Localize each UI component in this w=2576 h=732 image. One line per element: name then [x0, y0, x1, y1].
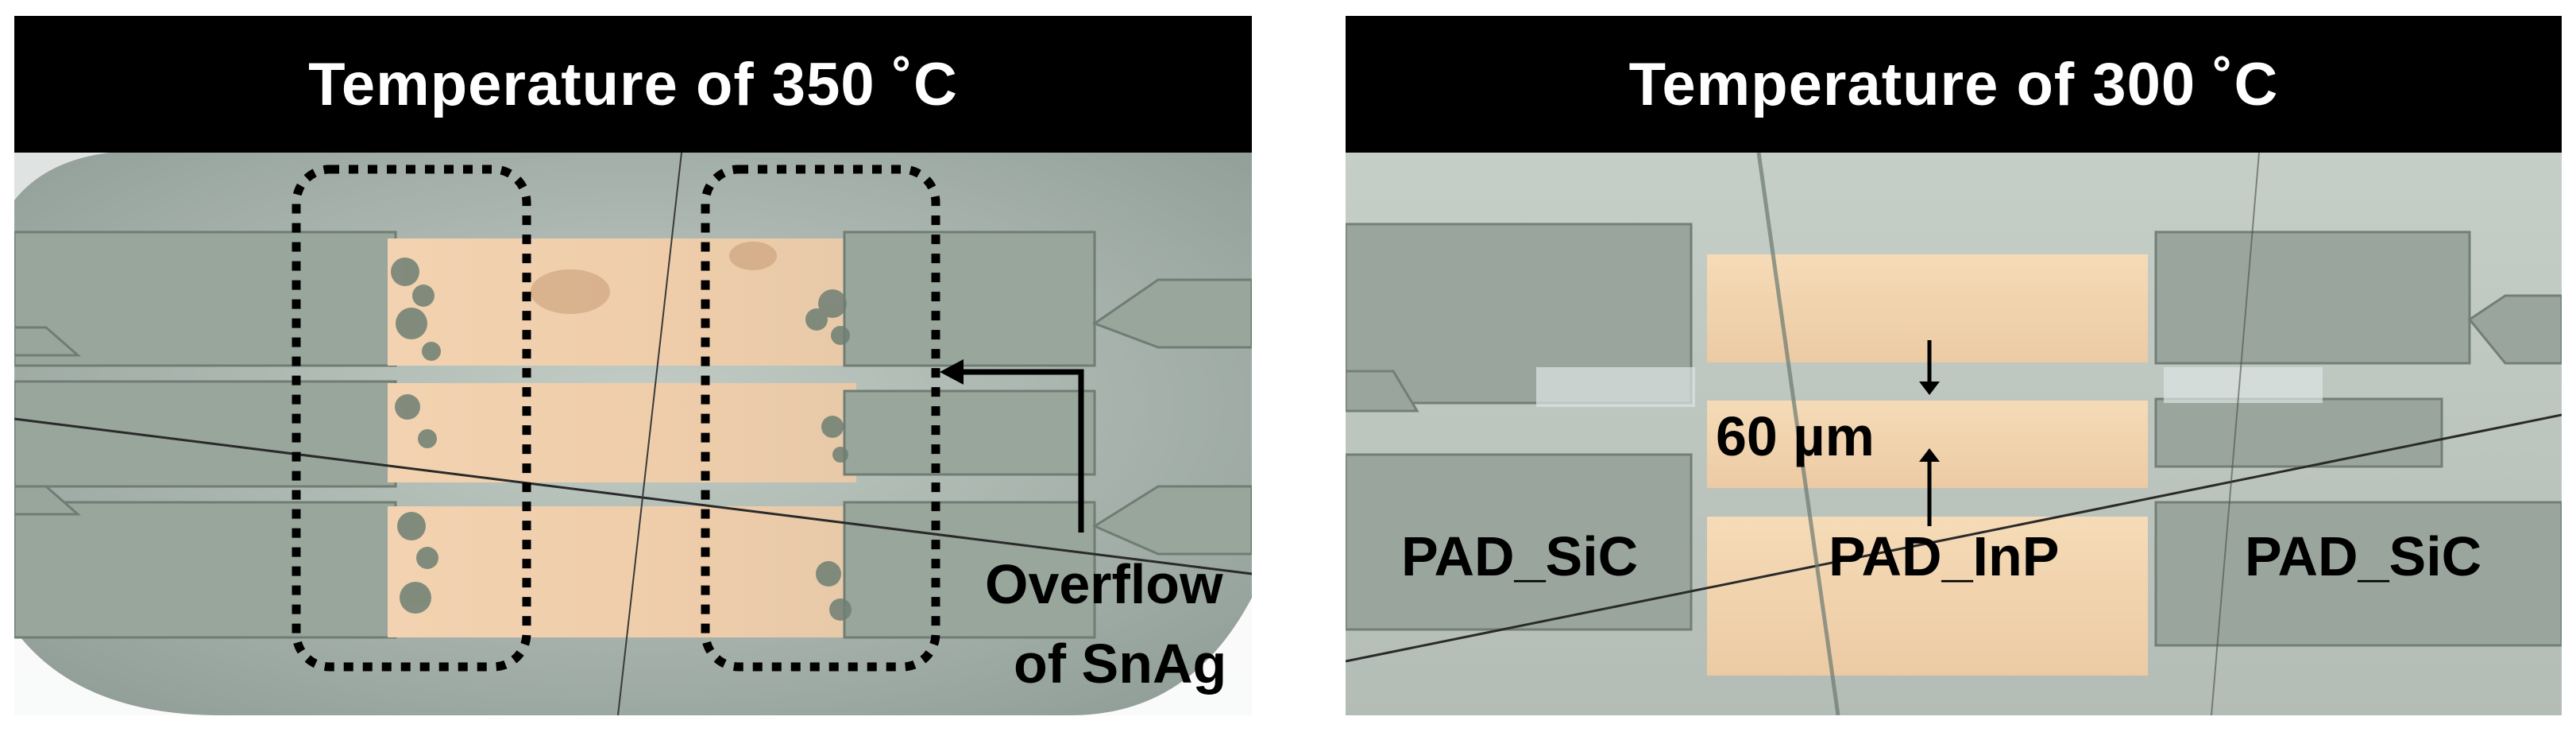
micrograph-image	[14, 153, 1252, 715]
sic-pad-left	[1346, 223, 1693, 631]
micrograph-panel-300c: Temperature of 300 ˚C	[1346, 16, 2562, 715]
snag-overflow	[391, 258, 852, 621]
sic-pads-right	[843, 230, 1252, 639]
highlight-box-left	[292, 165, 531, 672]
overflow-arrow	[958, 369, 1084, 533]
micrograph-photo	[14, 153, 1252, 715]
highlight-box-right	[701, 165, 940, 672]
pad-label-inp: PAD_InP	[1829, 525, 2060, 587]
arrowhead	[940, 359, 964, 385]
gap-arrow-down	[1919, 381, 1940, 395]
panel-title: Temperature of 300 ˚C	[1628, 50, 2279, 118]
title-bar: Temperature of 350 ˚C	[14, 16, 1252, 153]
micrograph-panel-350c: Temperature of 350 ˚C	[14, 16, 1252, 715]
scratch-line	[1346, 413, 2562, 663]
gap-label: 60 µm	[1716, 405, 1875, 467]
inp-pads	[388, 238, 856, 637]
annotation-of-snag: of SnAg	[1014, 633, 1227, 695]
sic-pad-right	[2154, 230, 2562, 647]
title-bar: Temperature of 300 ˚C	[1346, 16, 2562, 153]
micrograph-image	[1346, 153, 2562, 715]
micrograph-photo	[1346, 153, 2562, 715]
scratch-line	[14, 417, 1252, 575]
gap-arrow-up	[1919, 448, 1940, 462]
annotation-overflow: Overflow	[985, 553, 1223, 615]
panel-title: Temperature of 350 ˚C	[308, 50, 958, 118]
pad-label-sic-right: PAD_SiC	[2245, 525, 2482, 587]
sic-pads-left	[14, 230, 397, 639]
pad-label-sic-left: PAD_SiC	[1401, 525, 1639, 587]
